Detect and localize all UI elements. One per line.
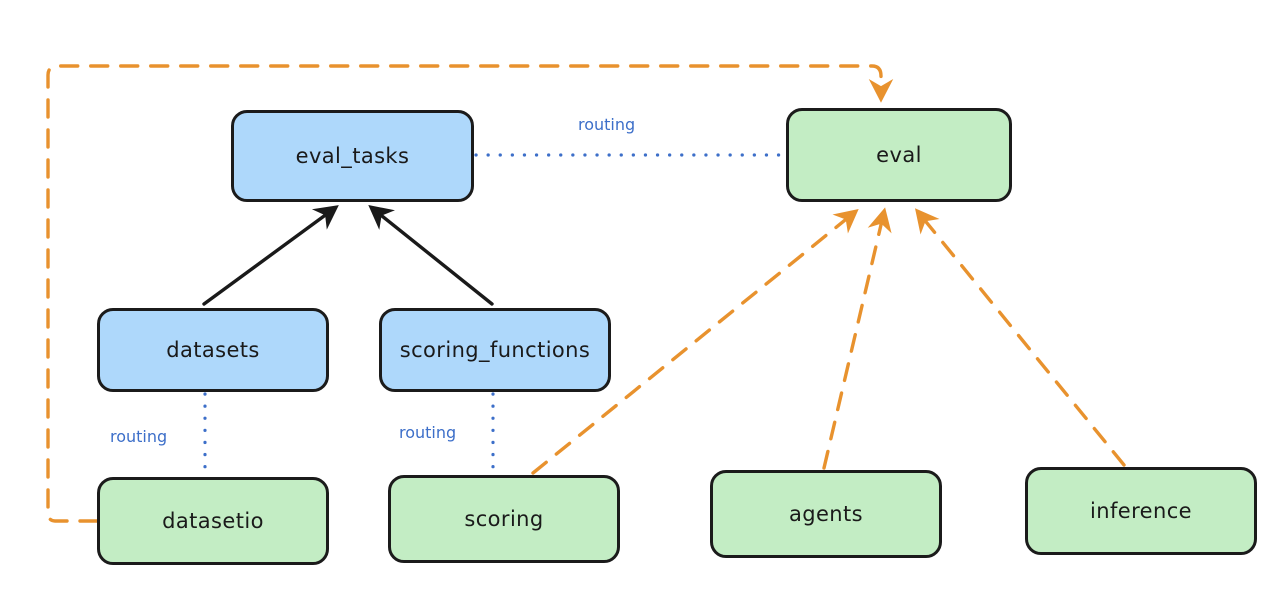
node-agents[interactable]: agents [710, 470, 942, 558]
node-scoring[interactable]: scoring [388, 475, 620, 563]
node-label-scoring-functions: scoring_functions [399, 338, 591, 362]
node-scoring-functions[interactable]: scoring_functions [379, 308, 611, 392]
node-label-agents: agents [788, 502, 863, 526]
node-label-inference: inference [1090, 499, 1192, 523]
edge-label-routing-eval-tasks-to-eval: routing [578, 115, 636, 134]
edge-datasetio-to-eval [46, 64, 894, 523]
node-label-datasetio: datasetio [162, 509, 264, 533]
node-label-eval: eval [876, 143, 922, 167]
node-label-scoring: scoring [464, 507, 544, 531]
edge-scoring-functions-to-eval-tasks [368, 205, 494, 306]
edge-agents-to-eval [822, 207, 892, 470]
node-label-eval-tasks: eval_tasks [295, 144, 410, 168]
edge-scoring-to-eval [531, 209, 859, 475]
node-datasets[interactable]: datasets [97, 308, 329, 392]
edge-inference-to-eval [914, 208, 1126, 467]
node-eval[interactable]: eval [786, 108, 1012, 202]
edge-label-routing-scoring-functions-to-scoring: routing [399, 423, 457, 442]
node-inference[interactable]: inference [1025, 467, 1257, 555]
node-eval-tasks[interactable]: eval_tasks [231, 110, 474, 202]
node-datasetio[interactable]: datasetio [97, 477, 329, 565]
node-label-datasets: datasets [166, 338, 260, 362]
edge-datasets-to-eval-tasks [202, 205, 339, 306]
edge-label-routing-datasets-to-datasetio: routing [110, 427, 168, 446]
